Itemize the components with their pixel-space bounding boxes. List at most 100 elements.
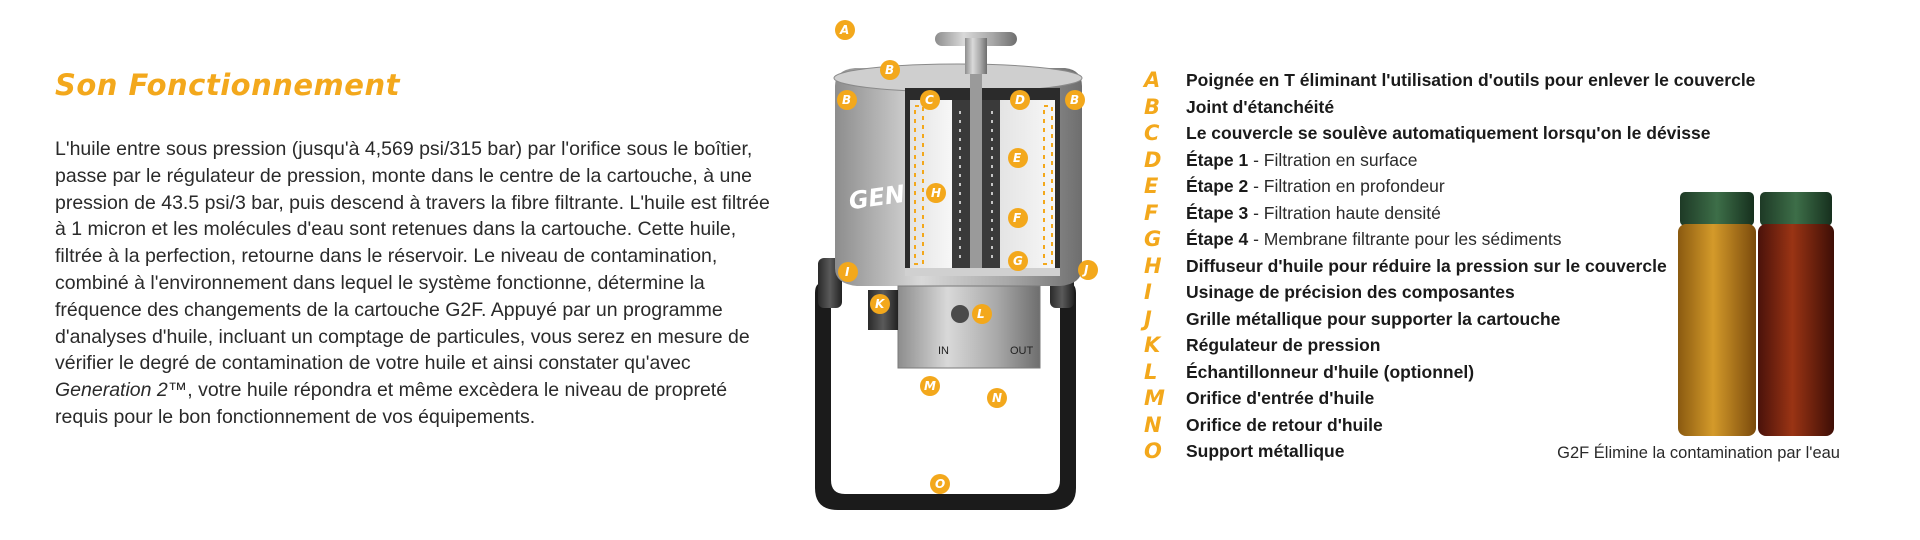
legend-name: Échantillonneur d'huile (optionnel) xyxy=(1186,361,1475,382)
legend-letter: H xyxy=(1144,253,1162,278)
legend-letter: N xyxy=(1144,412,1162,437)
legend-item-o: O Support métallique xyxy=(1144,438,1734,465)
legend-letter: I xyxy=(1144,280,1152,304)
marker-j: J xyxy=(1078,260,1098,280)
svg-text:M: M xyxy=(924,379,936,393)
sampler-valve xyxy=(951,305,969,323)
svg-text:L: L xyxy=(977,307,985,321)
legend-name: Étape 1 xyxy=(1186,149,1249,170)
marker-b-top: B xyxy=(880,60,900,80)
dirty-jar-oil xyxy=(1758,224,1834,436)
svg-text:B: B xyxy=(1070,93,1079,107)
legend-item-l: L Échantillonneur d'huile (optionnel) xyxy=(1144,359,1734,386)
marker-c: C xyxy=(920,90,940,110)
svg-text:K: K xyxy=(875,297,886,311)
legend-name: Usinage de précision des composantes xyxy=(1186,282,1515,302)
marker-b-right: B xyxy=(1065,90,1085,110)
svg-text:E: E xyxy=(1013,151,1022,165)
legend-item-i: I Usinage de précision des composantes xyxy=(1144,279,1734,306)
svg-text:B: B xyxy=(885,63,894,77)
legend-desc: - Filtration en surface xyxy=(1248,149,1418,170)
legend-name: Diffuseur d'huile pour réduire la pressi… xyxy=(1186,255,1667,276)
legend-letter: A xyxy=(1144,68,1161,92)
marker-e: E xyxy=(1008,148,1028,168)
marker-a: A xyxy=(835,20,855,40)
marker-d: D xyxy=(1010,90,1030,110)
legend-item-k: K Régulateur de pression xyxy=(1144,332,1734,359)
marker-i: I xyxy=(838,262,858,282)
legend-name: Étape 2 xyxy=(1186,176,1249,196)
oil-samples-photo xyxy=(1678,192,1834,436)
legend-item-n: N Orifice de retour d'huile xyxy=(1144,412,1734,439)
svg-text:I: I xyxy=(845,265,850,279)
legend-name: Poignée en T éliminant l'utilisation d'o… xyxy=(1186,70,1756,90)
marker-n: N xyxy=(987,388,1007,408)
marker-f: F xyxy=(1008,208,1028,228)
legend-letter: O xyxy=(1144,439,1162,463)
svg-text:J: J xyxy=(1082,263,1089,277)
legend-name: Étape 4 xyxy=(1186,229,1249,249)
legend-item-a: A Poignée en T éliminant l'utilisation d'… xyxy=(1144,67,1755,94)
legend-item-c: C Le couvercle se soulève automatiquement… xyxy=(1144,120,1734,147)
legend-letter: F xyxy=(1144,200,1159,225)
marker-k: K xyxy=(870,294,890,314)
t-handle-stem xyxy=(965,38,987,74)
dashed-flow-right xyxy=(1043,105,1053,265)
marker-m: M xyxy=(920,376,940,396)
legend-letter: J xyxy=(1144,306,1152,331)
svg-text:O: O xyxy=(935,477,945,491)
legend-desc: - Filtration haute densité xyxy=(1248,202,1441,223)
marker-b-left: B xyxy=(837,90,857,110)
legend-letter: L xyxy=(1144,359,1158,384)
marker-o: O xyxy=(930,474,950,494)
clean-jar-oil xyxy=(1678,224,1756,436)
svg-text:N: N xyxy=(992,391,1002,405)
legend-name: Joint d'étanchéité xyxy=(1186,96,1335,117)
svg-text:A: A xyxy=(839,23,849,37)
legend-name: Le couvercle se soulève automatiquement … xyxy=(1186,123,1711,143)
legend-name: Orifice de retour d'huile xyxy=(1186,414,1383,435)
legend-letter: D xyxy=(1144,147,1162,172)
svg-text:H: H xyxy=(931,186,941,200)
legend-name: Support métallique xyxy=(1186,441,1345,461)
section-title: Son Fonctionnement xyxy=(55,68,400,102)
housing-top-rim xyxy=(833,63,1083,93)
photo-caption: G2F Élimine la contamination par l'eau xyxy=(1557,444,1840,462)
cartridge-outer-right xyxy=(1000,100,1055,270)
legend-letter: E xyxy=(1144,174,1159,198)
legend-item-m: M Orifice d'entrée d'huile xyxy=(1144,385,1734,412)
description-paragraph: L'huile entre sous pression (jusqu'à 4,5… xyxy=(55,136,775,431)
legend-name: Grille métallique pour supporter la cart… xyxy=(1186,308,1561,329)
dashed-flow-left xyxy=(914,105,924,265)
legend-letter: B xyxy=(1144,94,1161,119)
legend-letter: K xyxy=(1144,333,1161,357)
legend-name: Régulateur de pression xyxy=(1186,335,1381,355)
legend-letter: M xyxy=(1144,386,1165,410)
filter-diagram: GEN IN OUT A B B B C D E F G H I J K L M… xyxy=(815,20,1098,510)
trademark-symbol: ™ xyxy=(167,379,188,402)
legend-letter: G xyxy=(1144,227,1162,251)
svg-text:B: B xyxy=(842,93,851,107)
svg-text:G: G xyxy=(1013,254,1023,268)
flow-arrows-center xyxy=(959,108,993,258)
legend-item-d: D Étape 1 - Filtration en surface xyxy=(1144,147,1734,174)
legend-item-h: H Diffuseur d'huile pour réduire la press… xyxy=(1144,253,1734,280)
product-name: Generation 2 xyxy=(55,379,168,402)
marker-l: L xyxy=(972,304,992,324)
mesh-grid xyxy=(905,268,1060,276)
center-rod xyxy=(970,38,982,270)
marker-h: H xyxy=(926,183,946,203)
description-text-2: , votre huile répondra et même excèdera … xyxy=(55,379,728,428)
svg-text:C: C xyxy=(925,93,934,107)
marker-g: G xyxy=(1008,251,1028,271)
legend-name: Étape 3 xyxy=(1186,202,1249,223)
legend-name: Orifice d'entrée d'huile xyxy=(1186,388,1375,408)
legend-item-b: B Joint d'étanchéité xyxy=(1144,94,1734,121)
port-in-label: IN xyxy=(938,345,949,357)
port-out-label: OUT xyxy=(1010,345,1034,357)
dirty-jar-cap xyxy=(1760,192,1832,226)
legend-letter: C xyxy=(1144,121,1160,145)
svg-text:F: F xyxy=(1013,211,1022,225)
svg-text:D: D xyxy=(1015,93,1025,107)
